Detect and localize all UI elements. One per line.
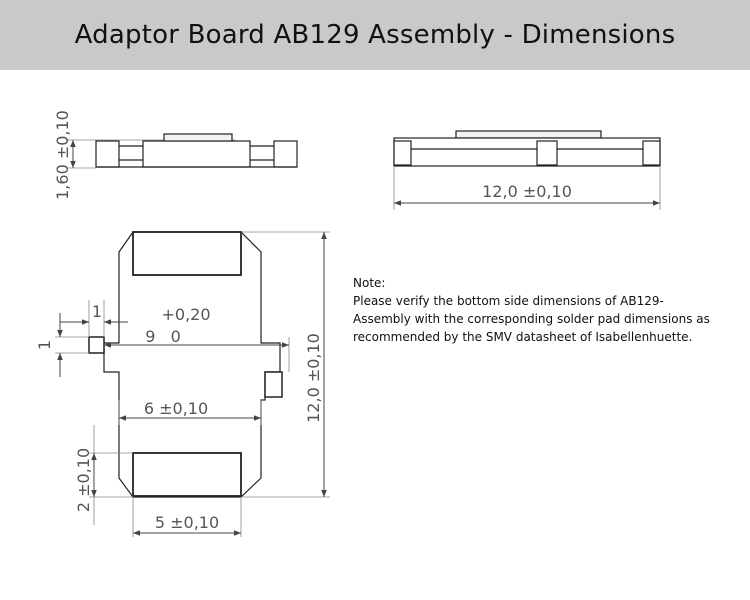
overall-height-dim-label: 12,0 ±0,10 (304, 333, 323, 423)
side-view (66, 133, 298, 169)
height-dim-label: 1,60 ±0,10 (53, 110, 72, 200)
front-view (393, 130, 661, 210)
note-box: Note: Please verify the bottom side dime… (353, 274, 713, 346)
header-bar: Adaptor Board AB129 Assembly - Dimension… (0, 0, 750, 70)
pad-width-label: 5 ±0,10 (155, 513, 219, 532)
lead-offset-tolerance-label: +0,20 (161, 305, 210, 324)
plan-view (88, 231, 283, 498)
lead-width-label: 1 (92, 302, 102, 321)
lead-height-label: 1 (35, 340, 54, 350)
note-heading: Note: (353, 276, 386, 290)
pad-height-label: 2 ±0,10 (74, 448, 93, 512)
note-body: Please verify the bottom side dimensions… (353, 294, 710, 344)
lead-offset-label: 9 0 (145, 327, 181, 346)
inner-width-label: 6 ±0,10 (144, 399, 208, 418)
page-title: Adaptor Board AB129 Assembly - Dimension… (74, 20, 676, 50)
length-dim-label: 12,0 ±0,10 (482, 182, 572, 201)
extension-lines (55, 231, 330, 537)
